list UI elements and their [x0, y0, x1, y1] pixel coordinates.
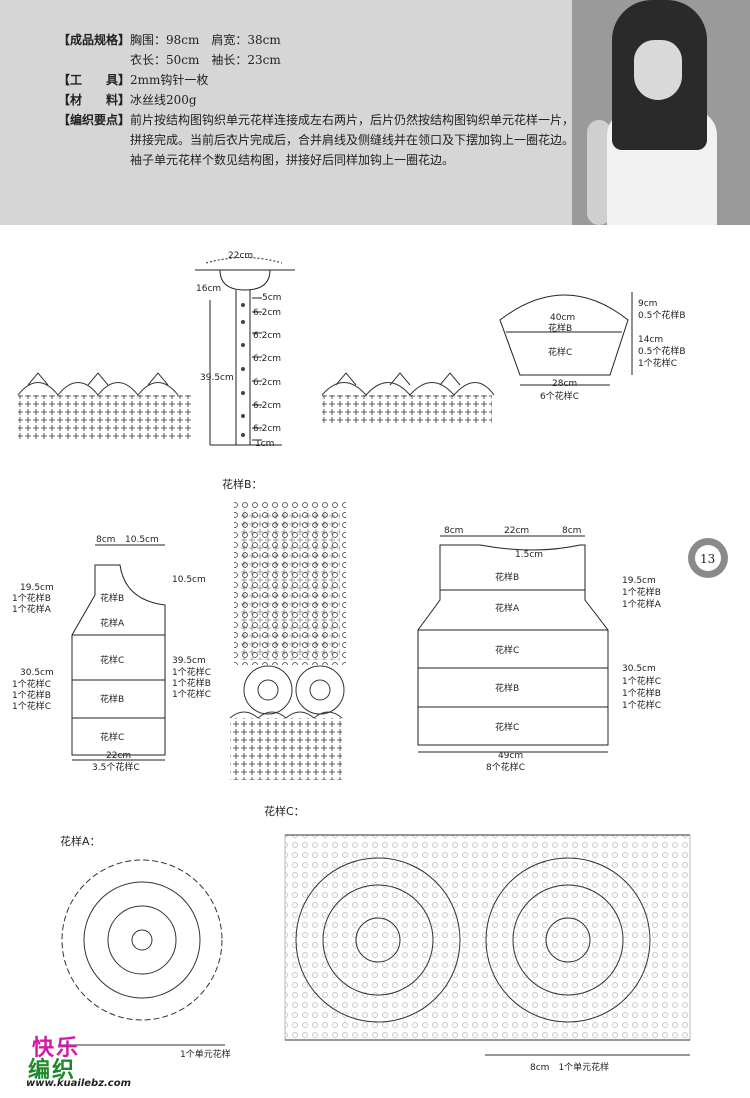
back-lower-c1: 1个花样C — [622, 675, 661, 687]
spec-size-value2: 衣长：50cm 袖长：23cm — [130, 53, 281, 67]
front-lower-c2: 1个花样C — [12, 700, 51, 712]
sleeve-mid-units2: 1个花样C — [638, 357, 677, 369]
page-number-badge: 13 — [688, 538, 728, 578]
sleeve-row-c: 花样C — [548, 346, 572, 358]
back-bottom: 49cm — [498, 751, 523, 761]
spec-tool: 【工 具】 2mm钩针一枚 — [58, 70, 578, 90]
spec-notes-value: 前片按结构图钩织单元花样连接成左右两片，后片仍然按结构图钩织单元花样一片，拼接完… — [130, 113, 575, 167]
pattern-c-title: 花样C： — [264, 804, 305, 818]
spec-header: 【成品规格】 胸围：98cm 肩宽：38cm 衣长：50cm 袖长：23cm 【… — [0, 0, 750, 225]
spec-material-value: 冰丝线200g — [130, 93, 197, 107]
neck-d8: 1cm — [255, 439, 274, 449]
front-neck: 10.5cm — [125, 535, 159, 545]
front-lower-c1: 1个花样C — [12, 678, 51, 690]
back-piece — [417, 535, 609, 753]
back-row-1: 花样B — [495, 571, 519, 583]
sleeve-top-units: 0.5个花样B — [638, 309, 686, 321]
back-bottom-units: 8个花样C — [486, 761, 525, 773]
model-photo — [572, 0, 750, 225]
sleeve-mid-units1: 0.5个花样B — [638, 345, 686, 357]
neck-d5: 6.2cm — [253, 378, 281, 388]
edging-swatch-right — [321, 372, 495, 425]
front-side-c1: 1个花样C — [172, 666, 211, 678]
back-neck: 22cm — [504, 526, 529, 536]
spec-list: 【成品规格】 胸围：98cm 肩宽：38cm 衣长：50cm 袖长：23cm 【… — [58, 30, 578, 170]
spec-tool-value: 2mm钩针一枚 — [130, 73, 209, 87]
logo-line1: 快乐 — [32, 1036, 81, 1061]
back-row-3: 花样C — [495, 644, 519, 656]
front-bottom-units: 3.5个花样C — [92, 761, 140, 773]
neck-d1: 5cm — [262, 293, 281, 303]
neck-top: 22cm — [228, 251, 253, 261]
pattern-b-title: 花样B： — [222, 477, 263, 491]
front-row-4: 花样B — [100, 693, 124, 705]
back-lower: 30.5cm — [622, 664, 656, 674]
pattern-a-unit: 1个单元花样 — [180, 1048, 231, 1060]
sleeve-top: 9cm — [638, 299, 657, 309]
edging-swatch-left — [17, 372, 193, 440]
pattern-b-swatch — [229, 500, 346, 780]
front-upper: 19.5cm — [20, 583, 54, 593]
neck-d4: 6.2cm — [253, 354, 281, 364]
front-side-c2: 1个花样C — [172, 688, 211, 700]
sleeve-width: 40cm — [550, 313, 575, 323]
back-upper-b: 1个花样B — [622, 586, 661, 598]
back-row-2: 花样A — [495, 602, 520, 614]
sleeve-row-b: 花样B — [548, 322, 572, 334]
neck-d7: 6.2cm — [253, 424, 281, 434]
front-piece — [71, 544, 166, 761]
front-upper-b: 1个花样B — [12, 592, 51, 604]
spec-size-value1: 胸围：98cm 肩宽：38cm — [130, 33, 281, 47]
pattern-a-chart — [60, 859, 225, 1046]
page-number: 13 — [700, 552, 715, 566]
sleeve-diagram — [499, 292, 633, 386]
neck-depth: 16cm — [196, 284, 221, 294]
back-upper: 19.5cm — [622, 576, 656, 586]
spec-notes: 【编织要点】 前片按结构图钩织单元花样连接成左右两片，后片仍然按结构图钩织单元花… — [58, 110, 578, 170]
front-bottom: 22cm — [106, 751, 131, 761]
front-side: 39.5cm — [172, 656, 206, 666]
front-upper-a: 1个花样A — [12, 603, 52, 615]
site-logo: 快乐 编织 www.kuailebz.com — [22, 1030, 132, 1094]
back-left: 8cm — [444, 526, 463, 536]
sleeve-bottom: 28cm — [552, 379, 577, 389]
front-row-1: 花样B — [100, 592, 124, 604]
sleeve-bottom-units: 6个花样C — [540, 390, 579, 402]
back-upper-a: 1个花样A — [622, 598, 662, 610]
spec-material: 【材 料】 冰丝线200g — [58, 90, 578, 110]
spec-tool-label: 【工 具】 — [58, 73, 131, 87]
pattern-c-unit: 8cm 1个单元花样 — [530, 1061, 609, 1073]
front-shoulder: 8cm — [96, 535, 115, 545]
neck-total: 39.5cm — [200, 373, 234, 383]
neckline-diagram — [195, 257, 295, 446]
back-right: 8cm — [562, 526, 581, 536]
back-lower-c2: 1个花样C — [622, 699, 661, 711]
back-neck-drop: 1.5cm — [515, 550, 543, 560]
spec-material-label: 【材 料】 — [58, 93, 131, 107]
front-row-2: 花样A — [100, 617, 125, 629]
back-row-5: 花样C — [495, 721, 519, 733]
neck-d2: 6.2cm — [253, 308, 281, 318]
front-row-3: 花样C — [100, 654, 124, 666]
pattern-c-chart — [284, 834, 691, 1041]
logo-line2: 编织 — [28, 1058, 77, 1083]
spec-size-2: 衣长：50cm 袖长：23cm — [58, 50, 578, 70]
spec-notes-label: 【编织要点】 — [58, 113, 131, 127]
front-row-5: 花样C — [100, 731, 124, 743]
logo-url: www.kuailebz.com — [26, 1078, 132, 1089]
front-lower-b: 1个花样B — [12, 689, 51, 701]
front-neck-drop: 10.5cm — [172, 575, 206, 585]
front-lower: 30.5cm — [20, 668, 54, 678]
sleeve-mid: 14cm — [638, 335, 663, 345]
neck-d6: 6.2cm — [253, 401, 281, 411]
front-side-b: 1个花样B — [172, 677, 211, 689]
back-lower-b: 1个花样B — [622, 687, 661, 699]
spec-size-label: 【成品规格】 — [58, 33, 131, 47]
pattern-a-title: 花样A： — [60, 834, 101, 848]
neck-d3: 6.2cm — [253, 331, 281, 341]
back-row-4: 花样B — [495, 682, 519, 694]
spec-size: 【成品规格】 胸围：98cm 肩宽：38cm — [58, 30, 578, 50]
